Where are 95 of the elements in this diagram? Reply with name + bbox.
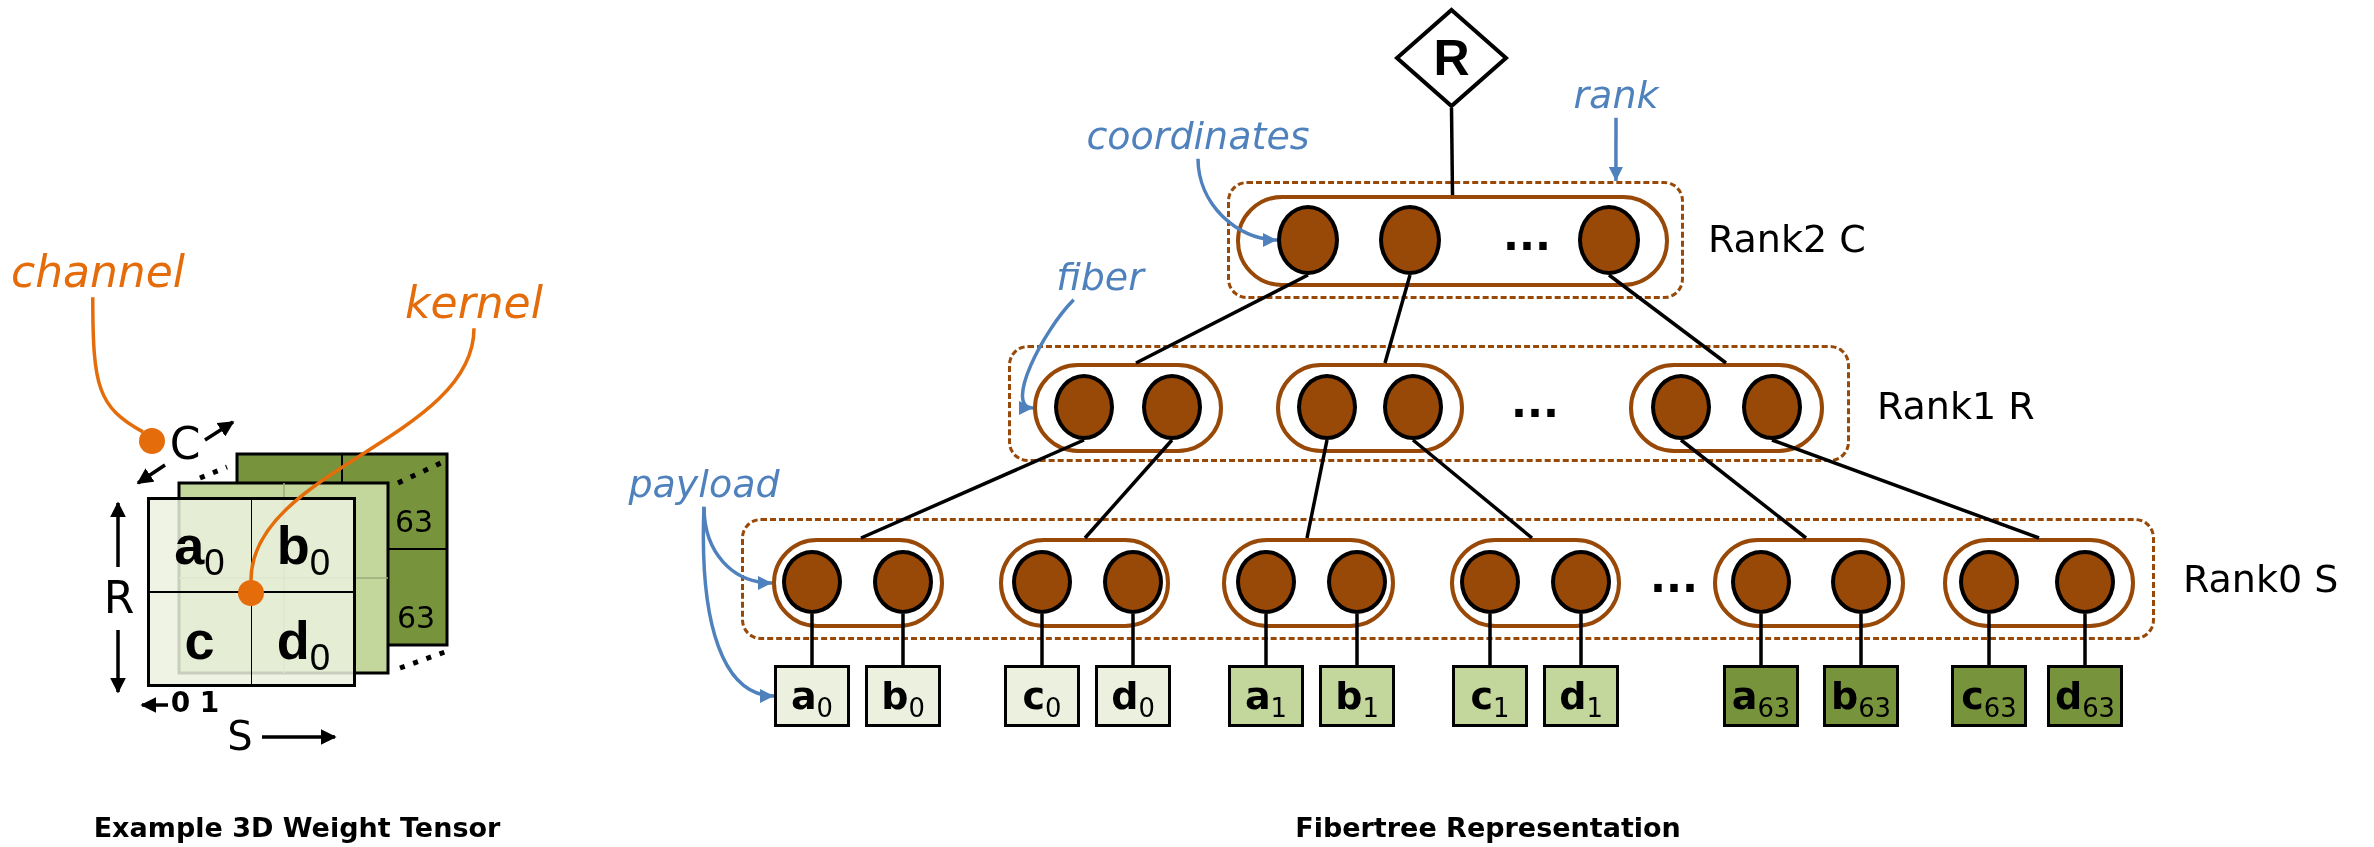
leader-line [249,328,476,581]
axis-label: R [103,572,135,624]
leader-line [91,297,144,434]
ellipsis: ... [1511,378,1559,428]
caption: Example 3D Weight Tensor [93,812,501,844]
coordinate-circle [1327,550,1387,614]
connector-line [1759,614,1763,665]
tick-label: 63 [394,504,434,540]
connector-line [1305,439,1329,539]
fiber-pill [1629,363,1824,453]
connector-line [1679,438,1808,540]
connector-line [1083,438,1174,540]
payload-value: a$_{0}$ [774,665,850,727]
fiber-pill [1713,538,1905,628]
payload-value: b$_{1}$ [1319,665,1395,727]
tensor-slice [147,497,356,687]
coordinate-circle [1551,550,1611,614]
axis-label: S [227,713,253,759]
fiber-pill [999,538,1170,628]
coordinate-circle [1012,550,1072,614]
payload-value: c$_{63}$ [1951,665,2027,727]
payload-value: c$_{0}$ [1004,665,1080,727]
connector-line [810,614,814,665]
rank-label: Rank1 R [1877,385,2035,429]
connector-line [1488,614,1492,665]
coordinate-circle [1460,550,1520,614]
coordinate-circle [1236,550,1296,614]
connector-line [1264,614,1268,665]
payload-value: b$_{0}$ [865,665,941,727]
connector-line [1135,273,1309,365]
tick-label: 0 1 [170,686,220,720]
connector-line [1607,273,1728,365]
payload-value: d$_{0}$ [1095,665,1171,727]
payload-value: d$_{1}$ [1543,665,1619,727]
annotation-label: kernel [405,277,543,329]
connector-line [1383,274,1412,364]
coordinate-circle [1742,374,1802,440]
connector-line [901,614,905,665]
ellipsis: ... [1503,211,1551,261]
coordinate-circle [1103,550,1163,614]
annotation-label: channel [10,246,186,298]
coordinate-circle [1297,374,1357,440]
axis-label: C [169,418,201,470]
leader-dot [139,428,165,454]
connector-line [2083,614,2087,665]
annotation-arrow [1608,117,1623,181]
tick-label: 63 [396,600,436,636]
ellipsis: ... [1650,553,1698,603]
connector-line [1987,614,1991,665]
payload-value: a$_{63}$ [1723,665,1799,727]
leader-dot [238,580,264,606]
coordinate-circle [1142,374,1202,440]
payload-value: c$_{1}$ [1452,665,1528,727]
connector-line [1449,108,1455,195]
connector-line [1355,614,1359,665]
coordinate-circle [873,550,933,614]
annotation-label: payload [628,463,780,507]
coordinate-circle [782,550,842,614]
payload-value: b$_{63}$ [1823,665,1899,727]
annotation-label: rank [1573,74,1659,118]
fiber-pill [1450,538,1621,628]
annotation-label: fiber [1056,256,1144,300]
connector-line [860,438,1085,540]
fiber-pill [1033,363,1223,453]
payload-value: a$_{1}$ [1228,665,1304,727]
connector-line [1771,438,2040,540]
connector-line [1040,614,1044,665]
connector-line [1131,614,1135,665]
fiber-pill [1943,538,2135,628]
fiber-pill [1222,538,1395,628]
payload-value: d$_{63}$ [2047,665,2123,727]
fiber-pill [1276,363,1464,453]
root-diamond: R [1395,8,1508,108]
fiber-pill [772,538,944,628]
annotation-label: coordinates [1086,115,1310,159]
rank-label: Rank0 S [2183,558,2339,602]
connector-line [1579,614,1583,665]
caption: Fibertree Representation [1295,812,1681,844]
coordinate-circle [1959,550,2019,614]
coordinate-circle [1651,374,1711,440]
connector-line [1859,614,1863,665]
coordinate-circle [1731,550,1791,614]
rank-label: Rank2 C [1708,218,1866,262]
annotation-arrow [1196,158,1278,246]
rank-band [741,518,2155,640]
coordinate-circle [1831,550,1891,614]
annotation-arrow [1017,298,1075,412]
rank-band [1008,345,1850,462]
coordinate-circle [1383,374,1443,440]
rank-band [1227,181,1684,299]
connector-line [1411,438,1534,540]
coordinate-circle [1054,374,1114,440]
fiber-pill [1236,195,1669,287]
coordinate-circle [2055,550,2115,614]
annotation-arrow [701,506,775,702]
